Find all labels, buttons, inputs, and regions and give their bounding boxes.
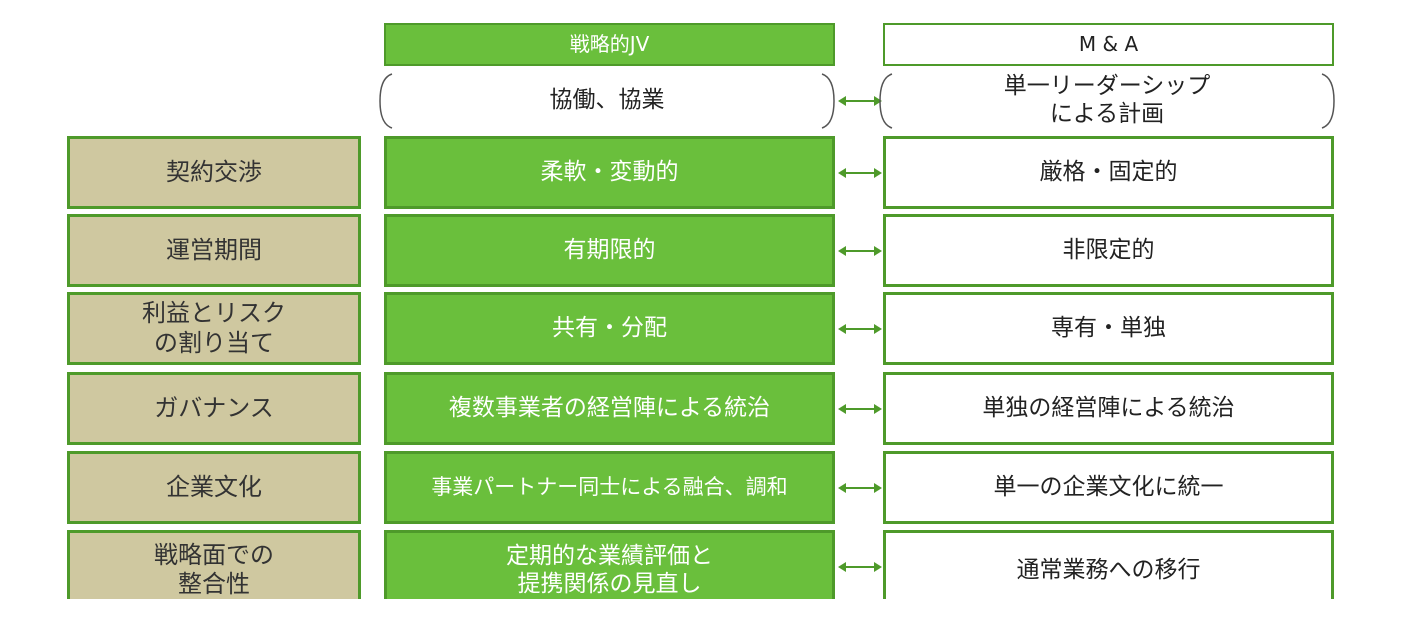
row-ma-cell: 厳格・固定的 [883, 136, 1334, 209]
row-label: 契約交渉 [67, 136, 361, 209]
row-jv-cell: 共有・分配 [384, 292, 835, 365]
double-arrow-icon [838, 168, 882, 178]
paren-brackets [379, 73, 835, 129]
paren-brackets [879, 73, 1335, 129]
concept-ma: 単一リーダーシップ による計画 [878, 72, 1336, 130]
row-label: ガバナンス [67, 372, 361, 445]
row-label: 利益とリスク の割り当て [67, 292, 361, 365]
row-ma-cell: 単独の経営陣による統治 [883, 372, 1334, 445]
row-label: 運営期間 [67, 214, 361, 287]
row-jv-cell: 柔軟・変動的 [384, 136, 835, 209]
header-ma: M & A [883, 23, 1334, 66]
double-arrow-icon [838, 404, 882, 414]
row-jv-cell: 定期的な業績評価と 提携関係の見直し [384, 530, 835, 599]
double-arrow-icon [838, 96, 882, 106]
row-ma-cell: 通常業務への移行 [883, 530, 1334, 599]
rows-container: 契約交渉 柔軟・変動的 厳格・固定的 運営期間 有期限的 非限定的 利益とリスク… [67, 136, 1334, 599]
header-jv: 戦略的JV [384, 23, 835, 66]
row-jv-cell: 複数事業者の経営陣による統治 [384, 372, 835, 445]
row-ma-cell: 非限定的 [883, 214, 1334, 287]
row-label: 戦略面での 整合性 [67, 530, 361, 599]
double-arrow-icon [838, 562, 882, 572]
row-jv-cell: 有期限的 [384, 214, 835, 287]
concept-ma-text: 単一リーダーシップ による計画 [1003, 73, 1211, 127]
row-ma-cell: 専有・単独 [883, 292, 1334, 365]
double-arrow-icon [838, 246, 882, 256]
concept-jv-text: 協働、協業 [549, 87, 665, 114]
double-arrow-icon [838, 483, 882, 493]
double-arrow-icon [838, 324, 882, 334]
row-label: 企業文化 [67, 451, 361, 524]
row-jv-cell: 事業パートナー同士による融合、調和 [384, 451, 835, 524]
row-ma-cell: 単一の企業文化に統一 [883, 451, 1334, 524]
concept-jv: 協働、協業 [378, 72, 836, 130]
